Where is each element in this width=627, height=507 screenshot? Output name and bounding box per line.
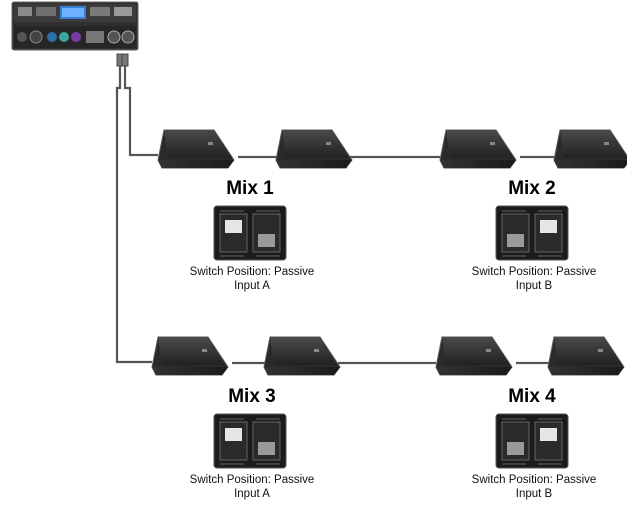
mix-2-floor-monitor-speaker-icon: [439, 129, 517, 169]
mix-4-input-switch-panel-icon: [495, 413, 569, 469]
mix-2-title: Mix 2: [508, 178, 556, 199]
connector-plugs: [116, 53, 129, 67]
mix-4-switch-position: Switch Position: Passive: [471, 474, 597, 486]
mix-1-switch-caption: Switch Position: Passive Input A: [162, 265, 342, 293]
mix-4-title: Mix 4: [508, 386, 556, 407]
mix-1-floor-monitor-speaker-icon: [275, 129, 353, 169]
mix-1-input: Input A: [234, 280, 270, 292]
mix-2-floor-monitor-speaker-icon: [553, 129, 627, 169]
speaker-groups: [151, 129, 627, 376]
mix-4-floor-monitor-speaker-icon: [547, 336, 625, 376]
mix-3-floor-monitor-speaker-icon: [151, 336, 229, 376]
mix-3-switch-position: Switch Position: Passive: [189, 474, 315, 486]
mix-4-input: Input B: [515, 488, 553, 500]
mix-4-floor-monitor-speaker-icon: [435, 336, 513, 376]
mix-3-input-switch-panel-icon: [213, 413, 287, 469]
mix-4-switch-caption: Switch Position: Passive Input B: [444, 473, 624, 501]
mix-3-input: Input A: [234, 488, 270, 500]
mix-2-input: Input B: [515, 280, 553, 292]
mix-1-switch-position: Switch Position: Passive: [189, 266, 315, 278]
mix-3-floor-monitor-speaker-icon: [263, 336, 341, 376]
cable-to-mix-3: [115, 60, 152, 364]
cable-to-mix-1: [123, 60, 158, 157]
switch-panels: [213, 205, 569, 469]
cables: [115, 60, 556, 365]
mix-1-floor-monitor-speaker-icon: [157, 129, 235, 169]
mix-3-title: Mix 3: [228, 386, 276, 407]
mix-3-switch-caption: Switch Position: Passive Input A: [162, 473, 342, 501]
mix-2-switch-position: Switch Position: Passive: [471, 266, 597, 278]
amplifier-rack-icon: [11, 1, 139, 51]
mix-2-input-switch-panel-icon: [495, 205, 569, 261]
mix-2-switch-caption: Switch Position: Passive Input B: [444, 265, 624, 293]
mix-1-input-switch-panel-icon: [213, 205, 287, 261]
mix-1-title: Mix 1: [226, 178, 274, 199]
